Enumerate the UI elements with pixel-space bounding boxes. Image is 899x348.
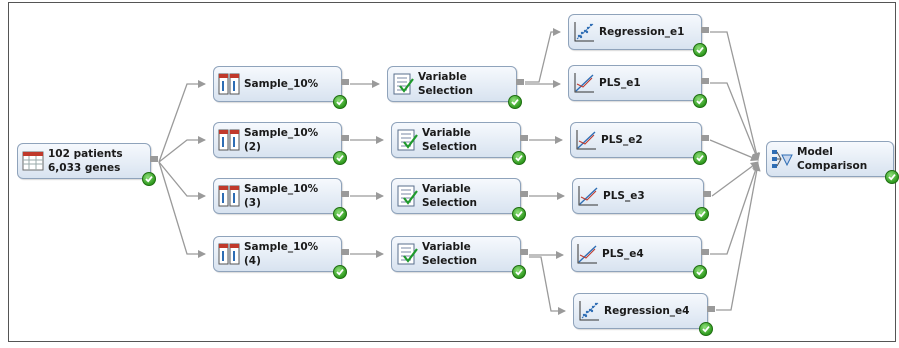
variable-selection-icon [396,185,418,207]
node-model-comparison[interactable]: Model Comparison [766,141,899,184]
node-label: Model Comparison [797,145,868,172]
output-port[interactable] [707,306,715,312]
sample-icon [218,129,240,151]
process-flow-diagram: 102 patients 6,033 genes Sample_10% Samp… [8,2,899,342]
green-check-icon [885,170,899,184]
variable-selection-icon [396,129,418,151]
node-label: PLS_e3 [603,189,645,202]
node-pls-e2[interactable]: PLS_e2 [570,122,709,165]
connector-pls-e1-comparison [710,82,760,161]
output-port[interactable] [701,78,709,84]
output-port[interactable] [701,249,709,255]
green-check-icon [333,207,347,221]
pls-icon [573,72,595,94]
node-label: Regression_e4 [604,304,690,317]
green-check-icon [512,265,526,279]
connector-data-sample2 [158,136,206,163]
connector-regression-e1-comparison [710,31,761,161]
sample-icon [218,73,240,95]
output-port[interactable] [516,79,524,85]
node-label: Variable Selection [422,126,477,153]
sample-icon [218,185,240,207]
node-sample-3[interactable]: Sample_10% (3) [213,178,349,221]
node-label: PLS_e4 [602,247,644,260]
variable-selection-icon [392,73,414,95]
node-label: Sample_10% [244,77,319,90]
output-port[interactable] [520,249,528,255]
connector-varsel4-regression-e4 [529,256,566,315]
green-check-icon [699,322,713,336]
node-variable-selection-3[interactable]: Variable Selection [391,178,528,221]
green-check-icon [142,172,156,186]
node-label: Variable Selection [418,70,473,97]
node-sample-1[interactable]: Sample_10% [213,66,349,109]
green-check-icon [508,95,522,109]
node-variable-selection-2[interactable]: Variable Selection [391,122,528,165]
node-pls-e3[interactable]: PLS_e3 [572,178,711,221]
node-pls-e1[interactable]: PLS_e1 [568,65,709,108]
green-check-icon [695,207,709,221]
regression-icon [573,21,595,43]
node-label: Variable Selection [422,182,477,209]
node-label: Sample_10% (2) [244,126,319,153]
output-port[interactable] [341,79,349,85]
green-check-icon [693,43,707,57]
node-label: Sample_10% (4) [244,240,319,267]
connector-data-sample1 [158,80,206,163]
data-table-icon [22,150,44,172]
connector-data-sample4 [158,161,206,258]
green-check-icon [333,151,347,165]
sample-icon [218,243,240,265]
connector-pls-e3-comparison [711,161,759,197]
output-port[interactable] [701,135,709,141]
model-comparison-icon [771,148,793,170]
green-check-icon [693,94,707,108]
green-check-icon [693,265,707,279]
green-check-icon [693,151,707,165]
output-port[interactable] [341,135,349,141]
node-label: 102 patients 6,033 genes [48,147,123,174]
output-port[interactable] [150,156,158,162]
node-label: Sample_10% (3) [244,182,319,209]
green-check-icon [512,151,526,165]
pls-icon [576,243,598,265]
pls-icon [577,185,599,207]
connector-pls-e4-comparison [710,162,760,255]
green-check-icon [512,207,526,221]
node-label: Variable Selection [422,240,477,267]
connector-layer [158,28,761,315]
node-regression-e4[interactable]: Regression_e4 [573,293,715,336]
green-check-icon [333,265,347,279]
connector-pls-e2-comparison [709,139,759,161]
node-sample-4[interactable]: Sample_10% (4) [213,236,349,279]
node-sample-2[interactable]: Sample_10% (2) [213,122,349,165]
regression-icon [578,300,600,322]
variable-selection-icon [396,243,418,265]
node-label: PLS_e1 [599,76,641,89]
output-port[interactable] [341,191,349,197]
node-variable-selection-4[interactable]: Variable Selection [391,236,528,279]
node-pls-e4[interactable]: PLS_e4 [571,236,709,279]
output-port[interactable] [701,27,709,33]
output-port[interactable] [520,191,528,197]
node-label: PLS_e2 [601,133,643,146]
node-input-data[interactable]: 102 patients 6,033 genes [17,143,158,186]
node-regression-e1[interactable]: Regression_e1 [568,14,709,57]
output-port[interactable] [341,249,349,255]
node-label: Regression_e1 [599,25,685,38]
output-port[interactable] [703,191,711,197]
connector-varsel1-regression-e1 [525,28,561,83]
pls-icon [575,129,597,151]
connector-regression-e4-comparison [716,163,761,311]
node-variable-selection-1[interactable]: Variable Selection [387,66,524,109]
output-port[interactable] [520,135,528,141]
connector-data-sample3 [158,161,206,200]
green-check-icon [333,95,347,109]
